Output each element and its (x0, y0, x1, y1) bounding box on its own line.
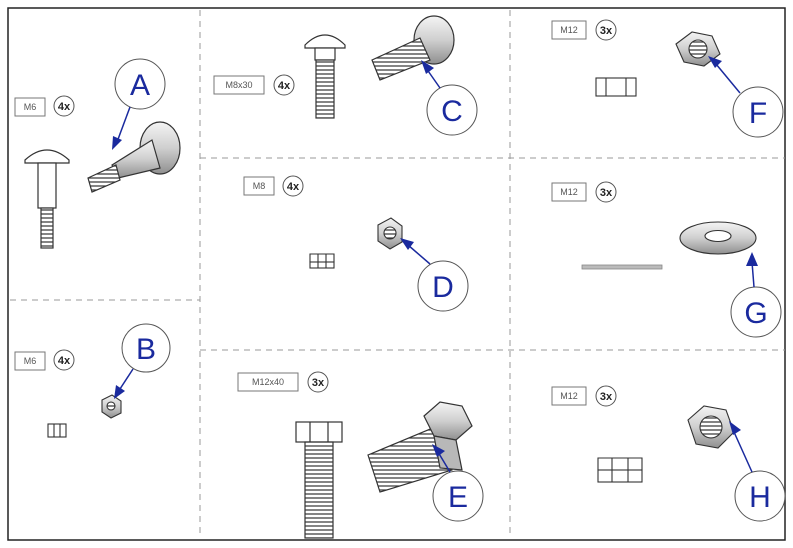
callout-leader (407, 244, 431, 265)
size-label-box (14, 97, 46, 117)
panel-c: M8x30 4x C (213, 15, 478, 136)
callout-arrowhead (421, 60, 434, 74)
callout-leader (733, 431, 753, 473)
quantity-badge (307, 371, 329, 393)
washer-side-view (581, 264, 663, 270)
quantity-label: 3x (312, 377, 325, 389)
callout-arrowhead (708, 56, 722, 68)
callout-letter: A (130, 69, 150, 102)
callout-letter: D (432, 271, 454, 304)
size-label: M8 (253, 181, 266, 191)
size-label-box (551, 386, 587, 406)
quantity-label: 4x (58, 101, 71, 113)
panel-d: M8 4x D (243, 175, 469, 312)
panel-f: M12 3x F (551, 19, 784, 138)
size-label-box (551, 182, 587, 202)
washer-iso-view (679, 221, 757, 255)
size-label: M6 (24, 102, 37, 112)
panel-a: M6 4x A (14, 58, 181, 249)
callout-letter: F (749, 97, 767, 130)
callout-leader (751, 261, 755, 288)
hex-nut-side-view (595, 77, 637, 97)
panel-g: M12 3x G (551, 181, 782, 338)
quantity-badge (595, 19, 617, 41)
callout-circle (426, 84, 478, 136)
callout-leader (116, 106, 131, 143)
size-label-box (14, 351, 46, 371)
callout-arrowhead (112, 136, 122, 150)
quantity-label: 3x (600, 187, 613, 199)
quantity-badge (595, 181, 617, 203)
panel-h: M12 3x H (551, 385, 786, 522)
carriage-bolt-iso-view (371, 15, 455, 81)
quantity-badge (595, 385, 617, 407)
quantity-badge (53, 95, 75, 117)
hex-bolt-front-view (295, 421, 343, 539)
quantity-badge (53, 349, 75, 371)
lock-nut-side-view (597, 457, 643, 483)
carriage-bolt-front-view (24, 149, 70, 249)
hex-bolt-iso-view (367, 401, 473, 493)
size-label-box (213, 75, 265, 95)
quantity-label: 4x (58, 355, 71, 367)
callout-arrowhead (432, 444, 445, 457)
size-label: M12x40 (252, 377, 284, 387)
callout-arrowhead (746, 252, 758, 266)
lock-nut-iso-view (377, 217, 403, 250)
callout-letter: G (744, 297, 767, 330)
callout-leader (715, 63, 741, 94)
callout-circle (432, 470, 484, 522)
size-label: M12 (560, 25, 578, 35)
callout-circle (121, 323, 171, 373)
size-label: M12 (560, 187, 578, 197)
panel-b: M6 4x B (14, 323, 171, 438)
callout-leader (437, 451, 451, 473)
lock-nut-side-view (309, 253, 335, 269)
panel-e: M12x40 3x E (237, 371, 484, 539)
callout-arrowhead (400, 238, 414, 250)
size-label-box (551, 20, 587, 40)
carriage-bolt-front-view (304, 34, 346, 119)
callout-letter: C (441, 95, 463, 128)
callout-circle (732, 86, 784, 138)
callout-circle (730, 286, 782, 338)
lock-nut-side-view (47, 423, 67, 438)
callout-circle (417, 260, 469, 312)
callout-arrowhead (114, 385, 125, 399)
quantity-badge (273, 74, 295, 96)
quantity-label: 4x (287, 181, 300, 193)
quantity-label: 4x (278, 80, 291, 92)
callout-circle (114, 58, 166, 110)
callout-letter: E (448, 481, 468, 514)
size-label: M6 (24, 356, 37, 366)
callout-arrowhead (729, 421, 741, 435)
quantity-badge (282, 175, 304, 197)
lock-nut-iso-view (101, 394, 122, 419)
size-label-box (237, 372, 299, 392)
quantity-label: 3x (600, 391, 613, 403)
callout-letter: H (749, 481, 771, 514)
size-label: M8x30 (225, 80, 252, 90)
callout-circle (734, 470, 786, 522)
section-dividers (10, 10, 785, 538)
carriage-bolt-iso-view (87, 121, 181, 193)
size-label: M12 (560, 391, 578, 401)
callout-letter: B (136, 333, 156, 366)
size-label-box (243, 176, 275, 196)
quantity-label: 3x (600, 25, 613, 37)
